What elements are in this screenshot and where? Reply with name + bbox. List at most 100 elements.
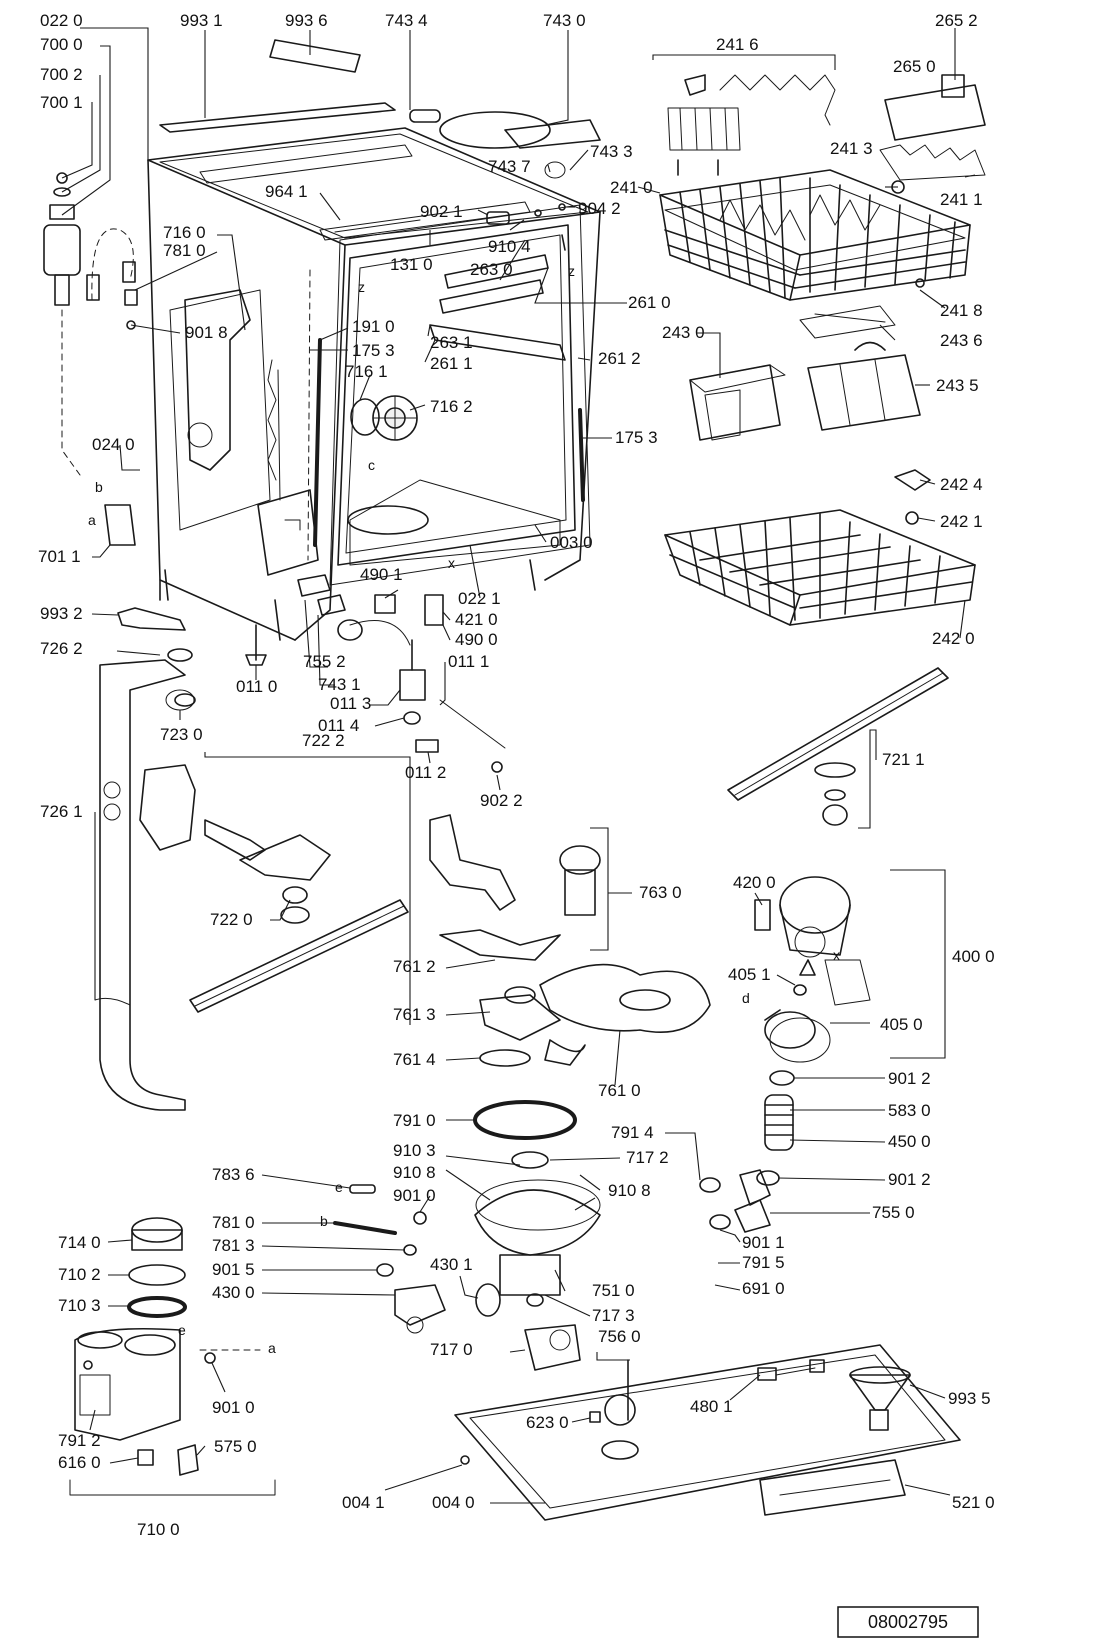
softener-unit-drawing — [69, 1217, 276, 1496]
lower-spray-arm-drawing — [139, 764, 409, 1013]
part-label: 901 2 — [888, 1170, 931, 1189]
part-label: 490 0 — [455, 630, 498, 649]
part-label: 710 3 — [58, 1296, 101, 1315]
part-label: 781 0 — [163, 241, 206, 260]
part-label: 243 5 — [936, 376, 979, 395]
parts-drawing — [43, 39, 986, 1521]
reference-letter: b — [95, 479, 103, 495]
part-label: 726 2 — [40, 639, 83, 658]
part-label: 700 1 — [40, 93, 83, 112]
part-label: 716 2 — [430, 397, 473, 416]
reference-letter: b — [320, 1213, 328, 1229]
part-label: 791 2 — [58, 1431, 101, 1450]
part-label: 175 3 — [352, 341, 395, 360]
reference-letter: c — [368, 457, 375, 473]
part-label: 261 2 — [598, 349, 641, 368]
part-label: 242 4 — [940, 475, 983, 494]
base-tray-drawing — [117, 574, 961, 1521]
upper-spray-arm-drawing — [727, 667, 949, 826]
part-label: 691 0 — [742, 1279, 785, 1298]
part-label: 241 1 — [940, 190, 983, 209]
part-label: 701 1 — [38, 547, 81, 566]
part-label: 011 1 — [448, 652, 489, 671]
reference-letter: e — [178, 1322, 186, 1338]
reference-letter: z — [568, 263, 575, 279]
part-label: 003 0 — [550, 533, 593, 552]
part-label: 716 1 — [345, 362, 388, 381]
part-label: 761 0 — [598, 1081, 641, 1100]
part-label: 722 0 — [210, 910, 253, 929]
part-label: 901 0 — [212, 1398, 255, 1417]
part-label: 743 4 — [385, 11, 428, 30]
reference-letter: d — [742, 990, 750, 1006]
part-label: 261 0 — [628, 293, 671, 312]
document-number: 08002795 — [868, 1612, 948, 1632]
part-label: 761 2 — [393, 957, 436, 976]
part-label: 004 1 — [342, 1493, 385, 1512]
part-label: 901 2 — [888, 1069, 931, 1088]
upper-basket-drawing — [659, 74, 986, 301]
reference-letter: x — [833, 947, 840, 963]
connector-hoses-drawing — [699, 1070, 795, 1233]
part-label: 761 3 — [393, 1005, 436, 1024]
part-label: 583 0 — [888, 1101, 931, 1120]
part-label: 263 0 — [470, 260, 513, 279]
part-label: 131 0 — [390, 255, 433, 274]
part-label: 743 7 — [488, 157, 531, 176]
part-label: 400 0 — [952, 947, 995, 966]
part-label: 910 8 — [393, 1163, 436, 1182]
part-label: 901 1 — [742, 1233, 785, 1252]
part-label: 430 1 — [430, 1255, 473, 1274]
sump-drawing — [429, 814, 711, 1371]
part-label: 743 1 — [318, 675, 361, 694]
part-label: 993 1 — [180, 11, 223, 30]
document-number-box: 08002795 — [837, 1606, 979, 1638]
part-label: 910 8 — [608, 1181, 651, 1200]
part-label: 421 0 — [455, 610, 498, 629]
part-label: 011 2 — [405, 763, 446, 782]
pump-motor-drawing — [754, 876, 871, 1063]
part-label: 714 0 — [58, 1233, 101, 1252]
part-label: 265 2 — [935, 11, 978, 30]
part-label: 781 0 — [212, 1213, 255, 1232]
part-label: 024 0 — [92, 435, 135, 454]
part-label: 710 0 — [137, 1520, 180, 1539]
part-label: 751 0 — [592, 1281, 635, 1300]
part-label: 241 0 — [610, 178, 653, 197]
reference-letter: e — [335, 1179, 343, 1195]
part-label: 405 0 — [880, 1015, 923, 1034]
part-label: 241 3 — [830, 139, 873, 158]
part-label: 716 0 — [163, 223, 206, 242]
part-label: 783 6 — [212, 1165, 255, 1184]
part-label: 726 1 — [40, 802, 83, 821]
part-label: 243 6 — [940, 331, 983, 350]
part-label: 781 3 — [212, 1236, 255, 1255]
part-label: 710 2 — [58, 1265, 101, 1284]
part-label: 191 0 — [352, 317, 395, 336]
part-label: 901 8 — [185, 323, 228, 342]
part-label: 521 0 — [952, 1493, 995, 1512]
part-label: 265 0 — [893, 57, 936, 76]
part-label: 623 0 — [526, 1413, 569, 1432]
inlet-hose-drawing — [43, 172, 138, 546]
part-label: 901 5 — [212, 1260, 255, 1279]
leader-lines — [61, 27, 976, 1504]
part-label: 022 0 — [40, 11, 83, 30]
part-label: 910 3 — [393, 1141, 436, 1160]
part-label: 791 0 — [393, 1111, 436, 1130]
part-label: 717 0 — [430, 1340, 473, 1359]
part-label: 743 3 — [590, 142, 633, 161]
part-label: 242 1 — [940, 512, 983, 531]
reference-letter: x — [448, 555, 455, 571]
part-label: 011 0 — [236, 677, 277, 696]
part-label: 022 1 — [458, 589, 501, 608]
part-label: 011 4 — [318, 716, 359, 735]
part-label: 904 2 — [578, 199, 621, 218]
part-label: 242 0 — [932, 629, 975, 648]
part-label: 755 0 — [872, 1203, 915, 1222]
tub-frame-drawing — [147, 39, 601, 641]
water-duct-drawing — [94, 648, 196, 1111]
